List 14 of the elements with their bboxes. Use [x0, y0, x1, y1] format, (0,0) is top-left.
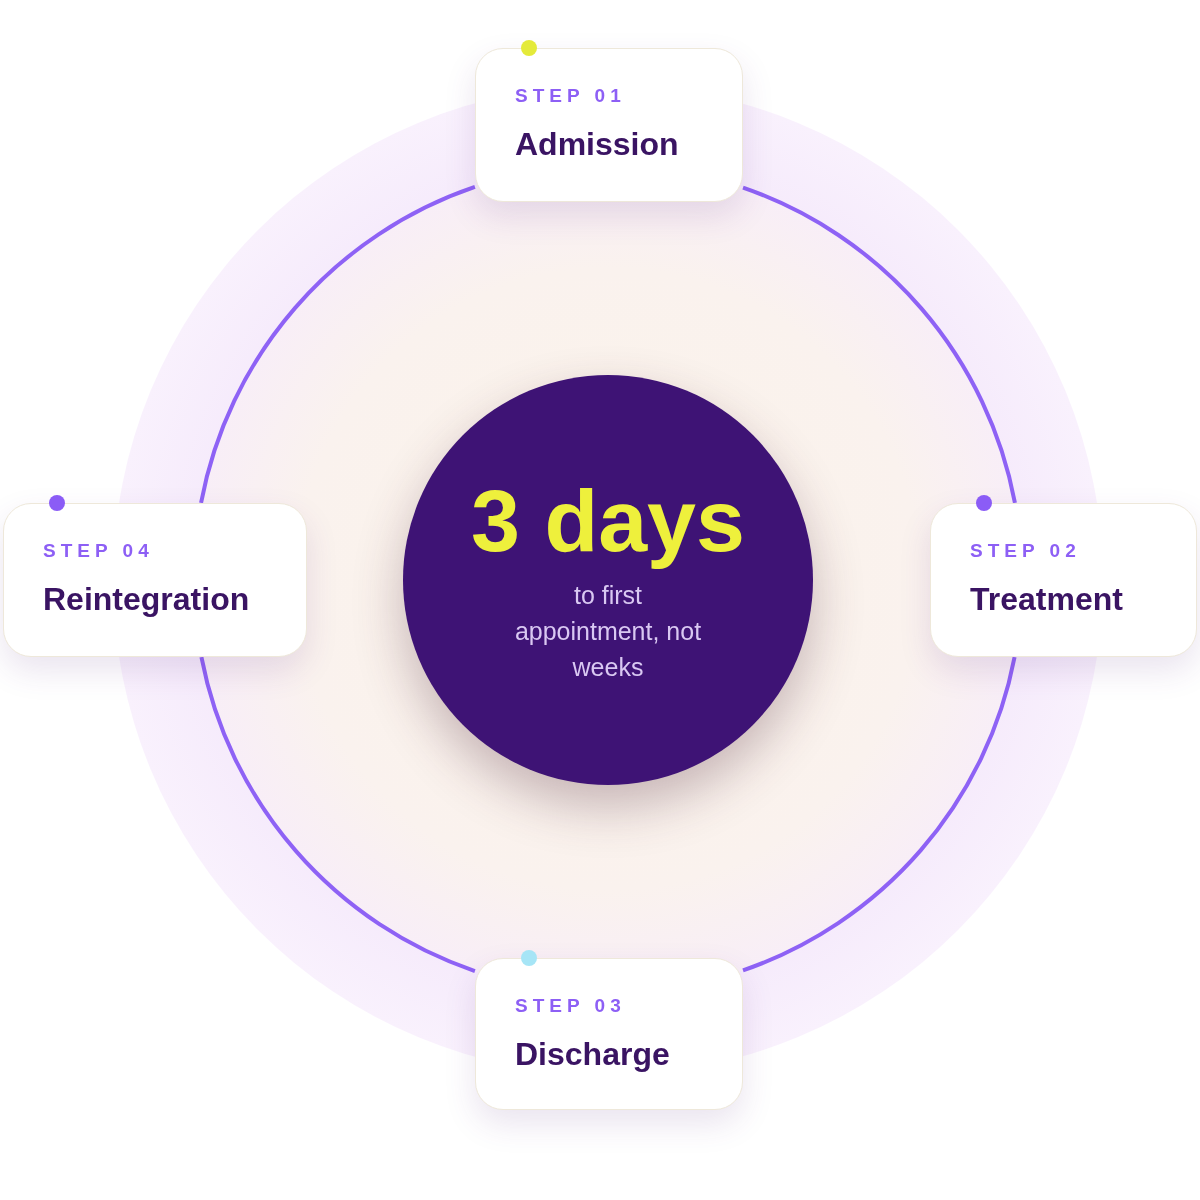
- step-title: Reintegration: [43, 580, 250, 618]
- stat-value: 3 days: [471, 475, 745, 567]
- ring-arc: [199, 656, 476, 973]
- step-title: Discharge: [515, 1035, 670, 1073]
- step-label: STEP 03: [515, 995, 626, 1017]
- stat-caption: to first appointment, not weeks: [513, 580, 703, 683]
- ring-arc: [742, 185, 1017, 504]
- step-label: STEP 01: [515, 85, 626, 107]
- ring-arc: [199, 185, 476, 504]
- step-title: Treatment: [970, 580, 1123, 618]
- ring-arc: [742, 656, 1017, 973]
- step-label: STEP 04: [43, 540, 154, 562]
- step-label: STEP 02: [970, 540, 1081, 562]
- step-title: Admission: [515, 125, 679, 163]
